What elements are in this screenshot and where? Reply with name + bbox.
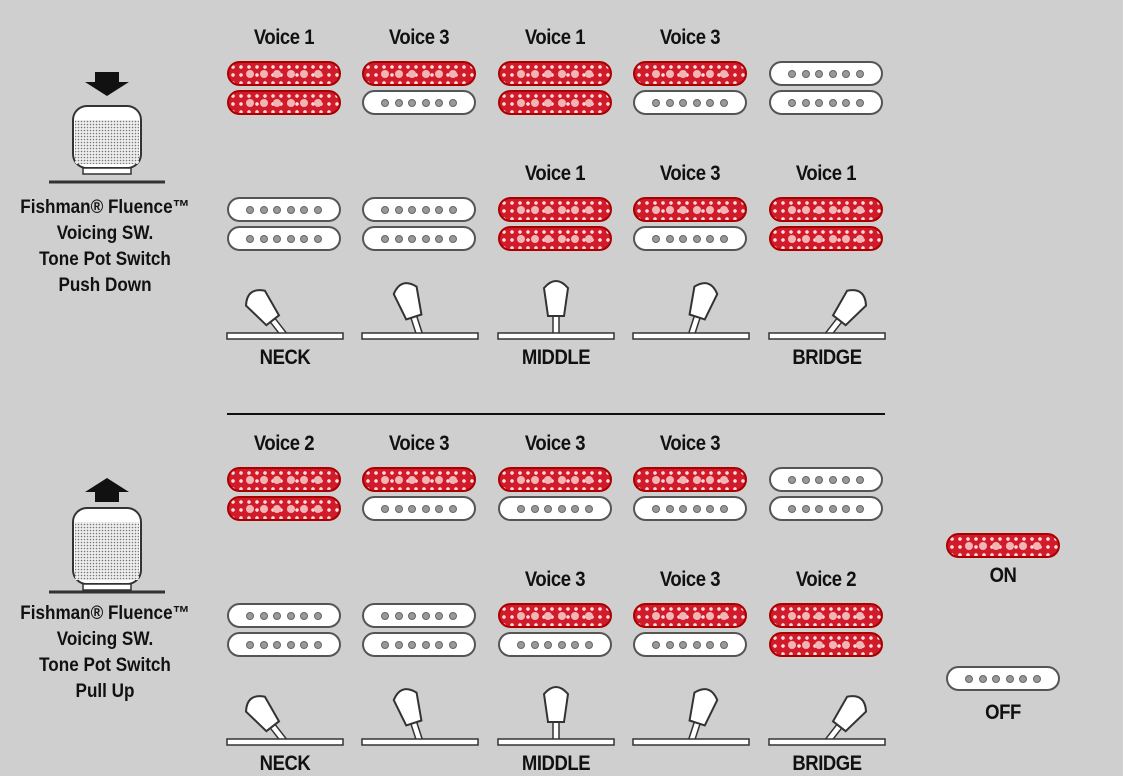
- selector-lever-icon: [227, 684, 343, 748]
- selector-lever-icon: [769, 684, 885, 748]
- pickup-coil-top-b: [769, 496, 883, 521]
- pickup-coil-bottom-b: [362, 632, 476, 657]
- pickup-coil-top-b: [227, 90, 341, 115]
- voice-label-top: Voice 3: [369, 432, 469, 456]
- selector-lever-icon: [227, 278, 343, 342]
- voice-label-bottom: Voice 2: [776, 568, 876, 592]
- pickup-coil-bottom-b: [227, 226, 341, 251]
- voice-label-top: Voice 3: [640, 432, 740, 456]
- voice-label-top: Voice 1: [234, 26, 334, 50]
- pickup-coil-bottom-b: [633, 632, 747, 657]
- legend-on-label: ON: [953, 564, 1053, 588]
- pickup-coil-bottom-a: [633, 197, 747, 222]
- pickup-coil-bottom-b: [362, 226, 476, 251]
- selector-lever-icon: [498, 684, 614, 748]
- pickup-coil-top-b: [769, 90, 883, 115]
- voice-label-top: Voice 3: [369, 26, 469, 50]
- pickup-coil-bottom-b: [498, 226, 612, 251]
- pickup-coil-bottom-a: [498, 603, 612, 628]
- voice-label-bottom: Voice 3: [505, 568, 605, 592]
- voice-label-bottom: Voice 3: [640, 162, 740, 186]
- selector-lever-icon: [498, 278, 614, 342]
- pickup-coil-bottom-b: [227, 632, 341, 657]
- switch-position-label: MIDDLE: [505, 346, 607, 370]
- selector-lever-icon: [633, 278, 749, 342]
- pickup-coil-bottom-b: [633, 226, 747, 251]
- pickup-coil-bottom-a: [362, 197, 476, 222]
- pickup-coil-top-b: [633, 496, 747, 521]
- switch-position-label: BRIDGE: [776, 752, 878, 776]
- pickup-coil-bottom-a: [769, 603, 883, 628]
- voice-label-top: Voice 3: [640, 26, 740, 50]
- pickup-coil-top-a: [769, 61, 883, 86]
- pickup-coil-top-a: [362, 61, 476, 86]
- switch-description-line: Fishman® Fluence™: [11, 195, 200, 221]
- pickup-coil-bottom-a: [769, 197, 883, 222]
- selector-lever-icon: [362, 684, 478, 748]
- voice-label-bottom: Voice 1: [505, 162, 605, 186]
- pickup-coil-top-b: [498, 496, 612, 521]
- pickup-coil-bottom-a: [498, 197, 612, 222]
- pickup-coil-top-b: [362, 90, 476, 115]
- selector-lever-icon: [633, 684, 749, 748]
- pickup-coil-bottom-b: [769, 632, 883, 657]
- knob-push-down-icon: [47, 72, 167, 192]
- voice-label-bottom: Voice 3: [640, 568, 740, 592]
- knob-pull-up-icon: [47, 478, 167, 598]
- pickup-coil-top-b: [633, 90, 747, 115]
- switch-description-line: Pull Up: [11, 679, 200, 705]
- voice-label-top: Voice 3: [505, 432, 605, 456]
- selector-lever-icon: [362, 278, 478, 342]
- pickup-coil-top-a: [362, 467, 476, 492]
- switch-position-label: NECK: [234, 752, 336, 776]
- switch-description-line: Voicing SW.: [11, 627, 200, 653]
- switch-description-line: Voicing SW.: [11, 221, 200, 247]
- switch-position-label: BRIDGE: [776, 346, 878, 370]
- pickup-coil-top-b: [227, 496, 341, 521]
- pickup-coil-top-a: [633, 467, 747, 492]
- switch-position-label: NECK: [234, 346, 336, 370]
- pickup-coil-bottom-a: [633, 603, 747, 628]
- legend-off-label: OFF: [953, 701, 1053, 725]
- pickup-coil-bottom-a: [227, 197, 341, 222]
- pickup-coil-top-a: [498, 61, 612, 86]
- switch-description-line: Tone Pot Switch: [11, 247, 200, 273]
- selector-lever-icon: [769, 278, 885, 342]
- switch-description-line: Push Down: [11, 273, 200, 299]
- pickup-coil-top-b: [362, 496, 476, 521]
- voice-label-top: Voice 2: [234, 432, 334, 456]
- panel-divider: [227, 413, 885, 415]
- pickup-coil-bottom-a: [227, 603, 341, 628]
- pickup-coil-bottom-a: [362, 603, 476, 628]
- pickup-coil-top-a: [498, 467, 612, 492]
- switch-description-line: Tone Pot Switch: [11, 653, 200, 679]
- legend-off-pickup-icon: [946, 666, 1060, 691]
- legend-on-pickup-icon: [946, 533, 1060, 558]
- voice-label-top: Voice 1: [505, 26, 605, 50]
- pickup-coil-top-a: [227, 61, 341, 86]
- switch-position-label: MIDDLE: [505, 752, 607, 776]
- pickup-coil-top-a: [227, 467, 341, 492]
- voice-label-bottom: Voice 1: [776, 162, 876, 186]
- switch-description-line: Fishman® Fluence™: [11, 601, 200, 627]
- pickup-coil-top-b: [498, 90, 612, 115]
- pickup-coil-bottom-b: [769, 226, 883, 251]
- pickup-coil-top-a: [769, 467, 883, 492]
- pickup-coil-bottom-b: [498, 632, 612, 657]
- pickup-coil-top-a: [633, 61, 747, 86]
